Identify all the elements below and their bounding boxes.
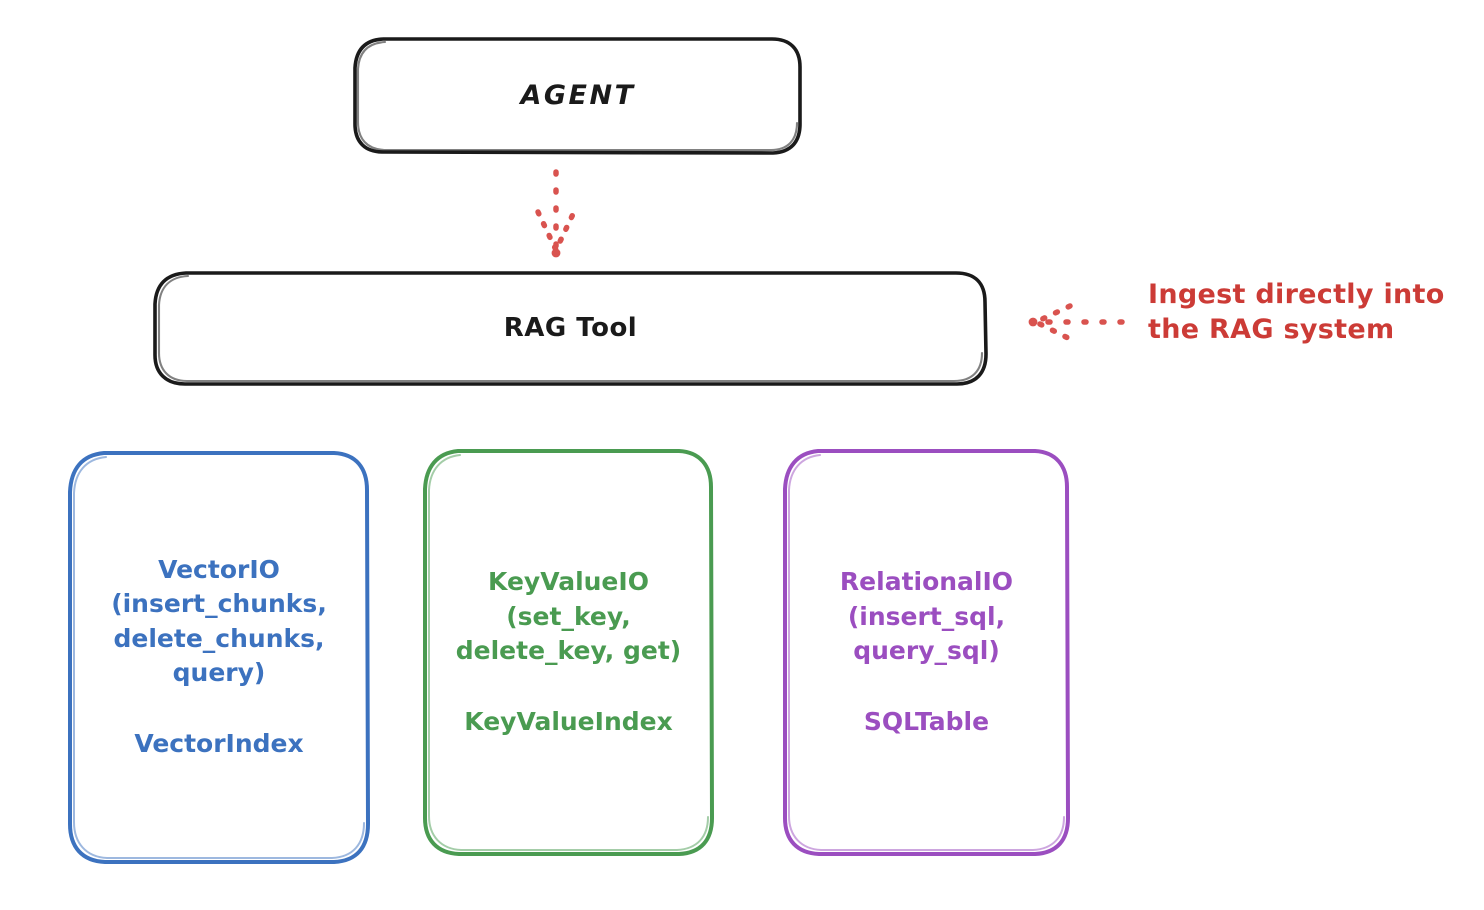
rag-tool-box-outline [153, 271, 988, 386]
vector-io-box-outline [68, 451, 370, 864]
agent-to-rag-tool-arrow [535, 169, 577, 258]
relational-io-box-outline [783, 449, 1070, 856]
agent-box-outline [353, 37, 802, 155]
key-value-io-box-outline [423, 449, 714, 856]
ingest-arrow [1028, 303, 1125, 342]
